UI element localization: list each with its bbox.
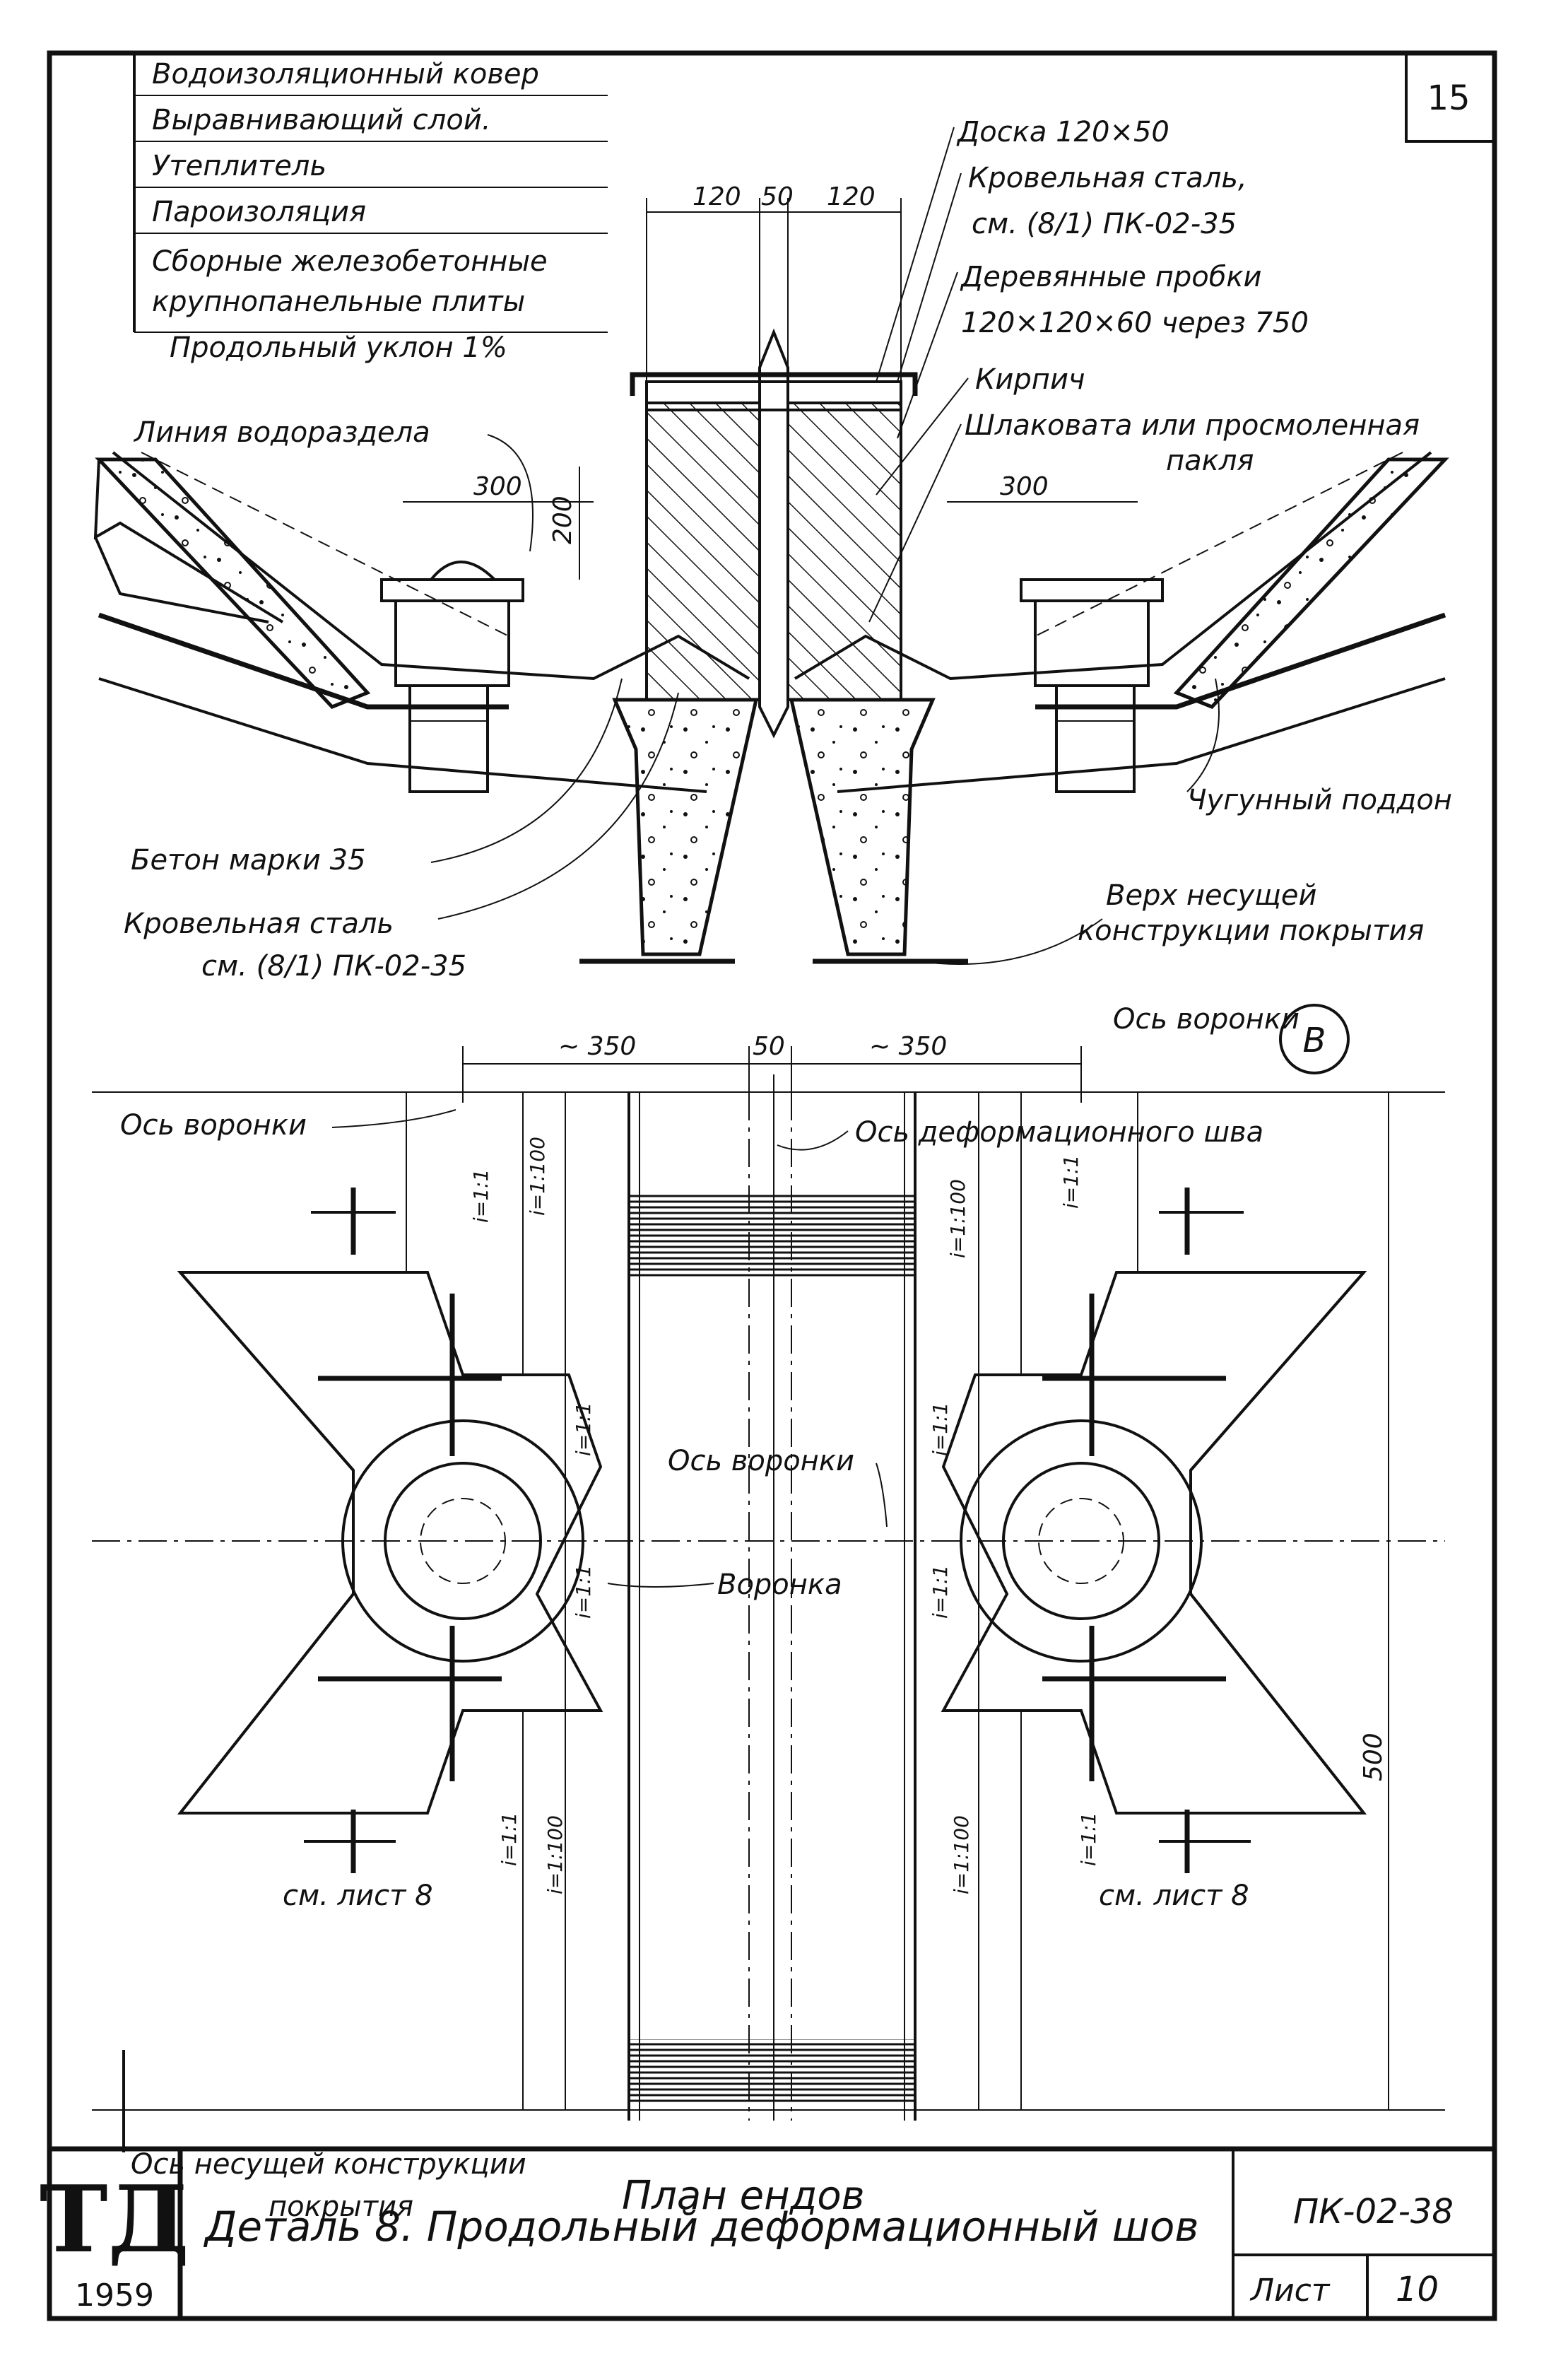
slope-11-a: i=1:1 xyxy=(469,1169,493,1223)
concrete-label: Бетон марки 35 xyxy=(131,844,366,877)
plan-dim-350-right: ~ 350 xyxy=(869,1032,947,1061)
dim-50: 50 xyxy=(761,182,794,211)
layer-1-label: Водоизоляционный ковер xyxy=(152,58,539,90)
layers-legend: Водоизоляционный ковер Выравнивающий сло… xyxy=(133,53,608,333)
sheet-number: 15 xyxy=(1427,78,1470,118)
left-roof-layers xyxy=(95,457,371,709)
logo: ТД xyxy=(40,2165,189,2273)
funnel-axis-center-label: Ось воронки xyxy=(668,1445,854,1477)
slag-label-2: пакля xyxy=(1166,445,1254,477)
roof-steel-label: Кровельная сталь, xyxy=(968,162,1247,194)
hatch-band-top xyxy=(629,1195,915,1279)
see-sheet-right: см. лист 8 xyxy=(1099,1880,1249,1912)
left-funnel-section xyxy=(380,561,524,793)
doc-code: ПК-02-38 xyxy=(1293,2192,1454,2232)
year: 1959 xyxy=(75,2278,154,2314)
roof-steel-cap xyxy=(630,372,918,396)
funnel-axis-left-label: Ось воронки xyxy=(120,1109,307,1142)
slope-1100-b: i=1:100 xyxy=(946,1179,970,1258)
hatch-band-bottom xyxy=(629,2039,915,2103)
plan-dim-350-left: ~ 350 xyxy=(558,1032,636,1061)
right-funnel-plan xyxy=(941,1092,1367,2110)
slope-11-h: i=1:1 xyxy=(1077,1812,1100,1866)
right-funnel-section xyxy=(1020,578,1164,793)
left-brick-wall xyxy=(645,401,761,701)
see-sheet-left: см. лист 8 xyxy=(283,1880,433,1912)
brick-label: Кирпич xyxy=(975,363,1085,396)
slope-11-b: i=1:1 xyxy=(572,1402,595,1456)
board-label: Доска 120×50 xyxy=(956,116,1169,148)
wood-plugs-spec: 120×120×60 через 750 xyxy=(961,307,1309,339)
right-roof-layers xyxy=(1173,457,1449,709)
layer-5-label: Сборные железобетонные xyxy=(152,245,548,278)
roof-steel-b-label: Кровельная сталь xyxy=(124,908,394,940)
slope-11-g: i=1:1 xyxy=(497,1812,521,1866)
dim-200: 200 xyxy=(548,496,577,544)
slope-11-f: i=1:1 xyxy=(1059,1155,1083,1209)
top-structure-label-2: конструкции покрытия xyxy=(1078,915,1424,947)
slope-1100-d: i=1:100 xyxy=(950,1815,973,1894)
roof-steel-ref: см. (8/1) ПК-02-35 xyxy=(972,208,1237,240)
roof-steel-b-ref: см. (8/1) ПК-02-35 xyxy=(201,950,466,983)
cast-iron-label: Чугунный поддон xyxy=(1187,784,1452,816)
axis-bubble xyxy=(1279,1004,1350,1074)
layer-2-label: Выравнивающий слой. xyxy=(152,104,491,136)
axis-bubble-letter: В xyxy=(1303,1021,1326,1060)
joint-insert xyxy=(758,328,789,739)
right-concrete-support xyxy=(789,698,936,956)
slope-11-d: i=1:1 xyxy=(929,1402,952,1456)
dim-120-right: 120 xyxy=(827,182,876,211)
slope-note: Продольный уклон 1% xyxy=(170,332,507,364)
sheet-frame xyxy=(47,50,1497,2321)
section-view: 120 50 120 300 300 200 Продольный уклон … xyxy=(93,116,1452,983)
slope-1100-a: i=1:100 xyxy=(526,1137,549,1216)
dim-300-left: 300 xyxy=(473,472,522,501)
layer-4-label: Пароизоляция xyxy=(152,196,366,228)
top-structure-label: Верх несущей xyxy=(1106,879,1317,912)
slag-label: Шлаковата или просмоленная xyxy=(965,409,1420,442)
slope-1100-c: i=1:100 xyxy=(543,1815,567,1894)
plan-view: В Ось воронки ~ 350 50 ~ 350 xyxy=(92,1003,1445,2223)
title-block: ТД 1959 Деталь 8. Продольный деформацион… xyxy=(40,2146,1495,2319)
plan-dim-50: 50 xyxy=(753,1032,785,1061)
watershed-label: Линия водораздела xyxy=(133,416,430,449)
sheet-label: Лист xyxy=(1249,2273,1331,2309)
plan-title: План ендов xyxy=(622,2173,865,2219)
plan-dim-500: 500 xyxy=(1359,1733,1388,1781)
sheet-no: 10 xyxy=(1396,2270,1439,2309)
funnel-label: Воронка xyxy=(717,1569,842,1601)
wood-plugs-label: Деревянные пробки xyxy=(960,261,1262,293)
joint-axis-label: Ось деформационного шва xyxy=(855,1116,1263,1149)
right-brick-wall xyxy=(786,401,902,701)
structure-axis-label-2: покрытия xyxy=(269,2191,413,2223)
sheet-number-box: 15 xyxy=(1405,52,1496,143)
dim-120-left: 120 xyxy=(693,182,741,211)
slope-11-c: i=1:1 xyxy=(572,1565,595,1619)
left-concrete-support xyxy=(612,698,759,956)
left-funnel-plan xyxy=(177,1092,603,2110)
structure-axis-label: Ось несущей конструкции xyxy=(131,2148,526,2181)
drawing-title: Деталь 8. Продольный деформационный шов xyxy=(203,2203,1199,2251)
layer-6-label: крупнопанельные плиты xyxy=(152,286,525,318)
funnel-axis-ref: Ось воронки xyxy=(1113,1003,1300,1036)
layer-3-label: Утеплитель xyxy=(152,150,326,182)
dim-300-right: 300 xyxy=(1000,472,1049,501)
slope-11-e: i=1:1 xyxy=(929,1565,952,1619)
